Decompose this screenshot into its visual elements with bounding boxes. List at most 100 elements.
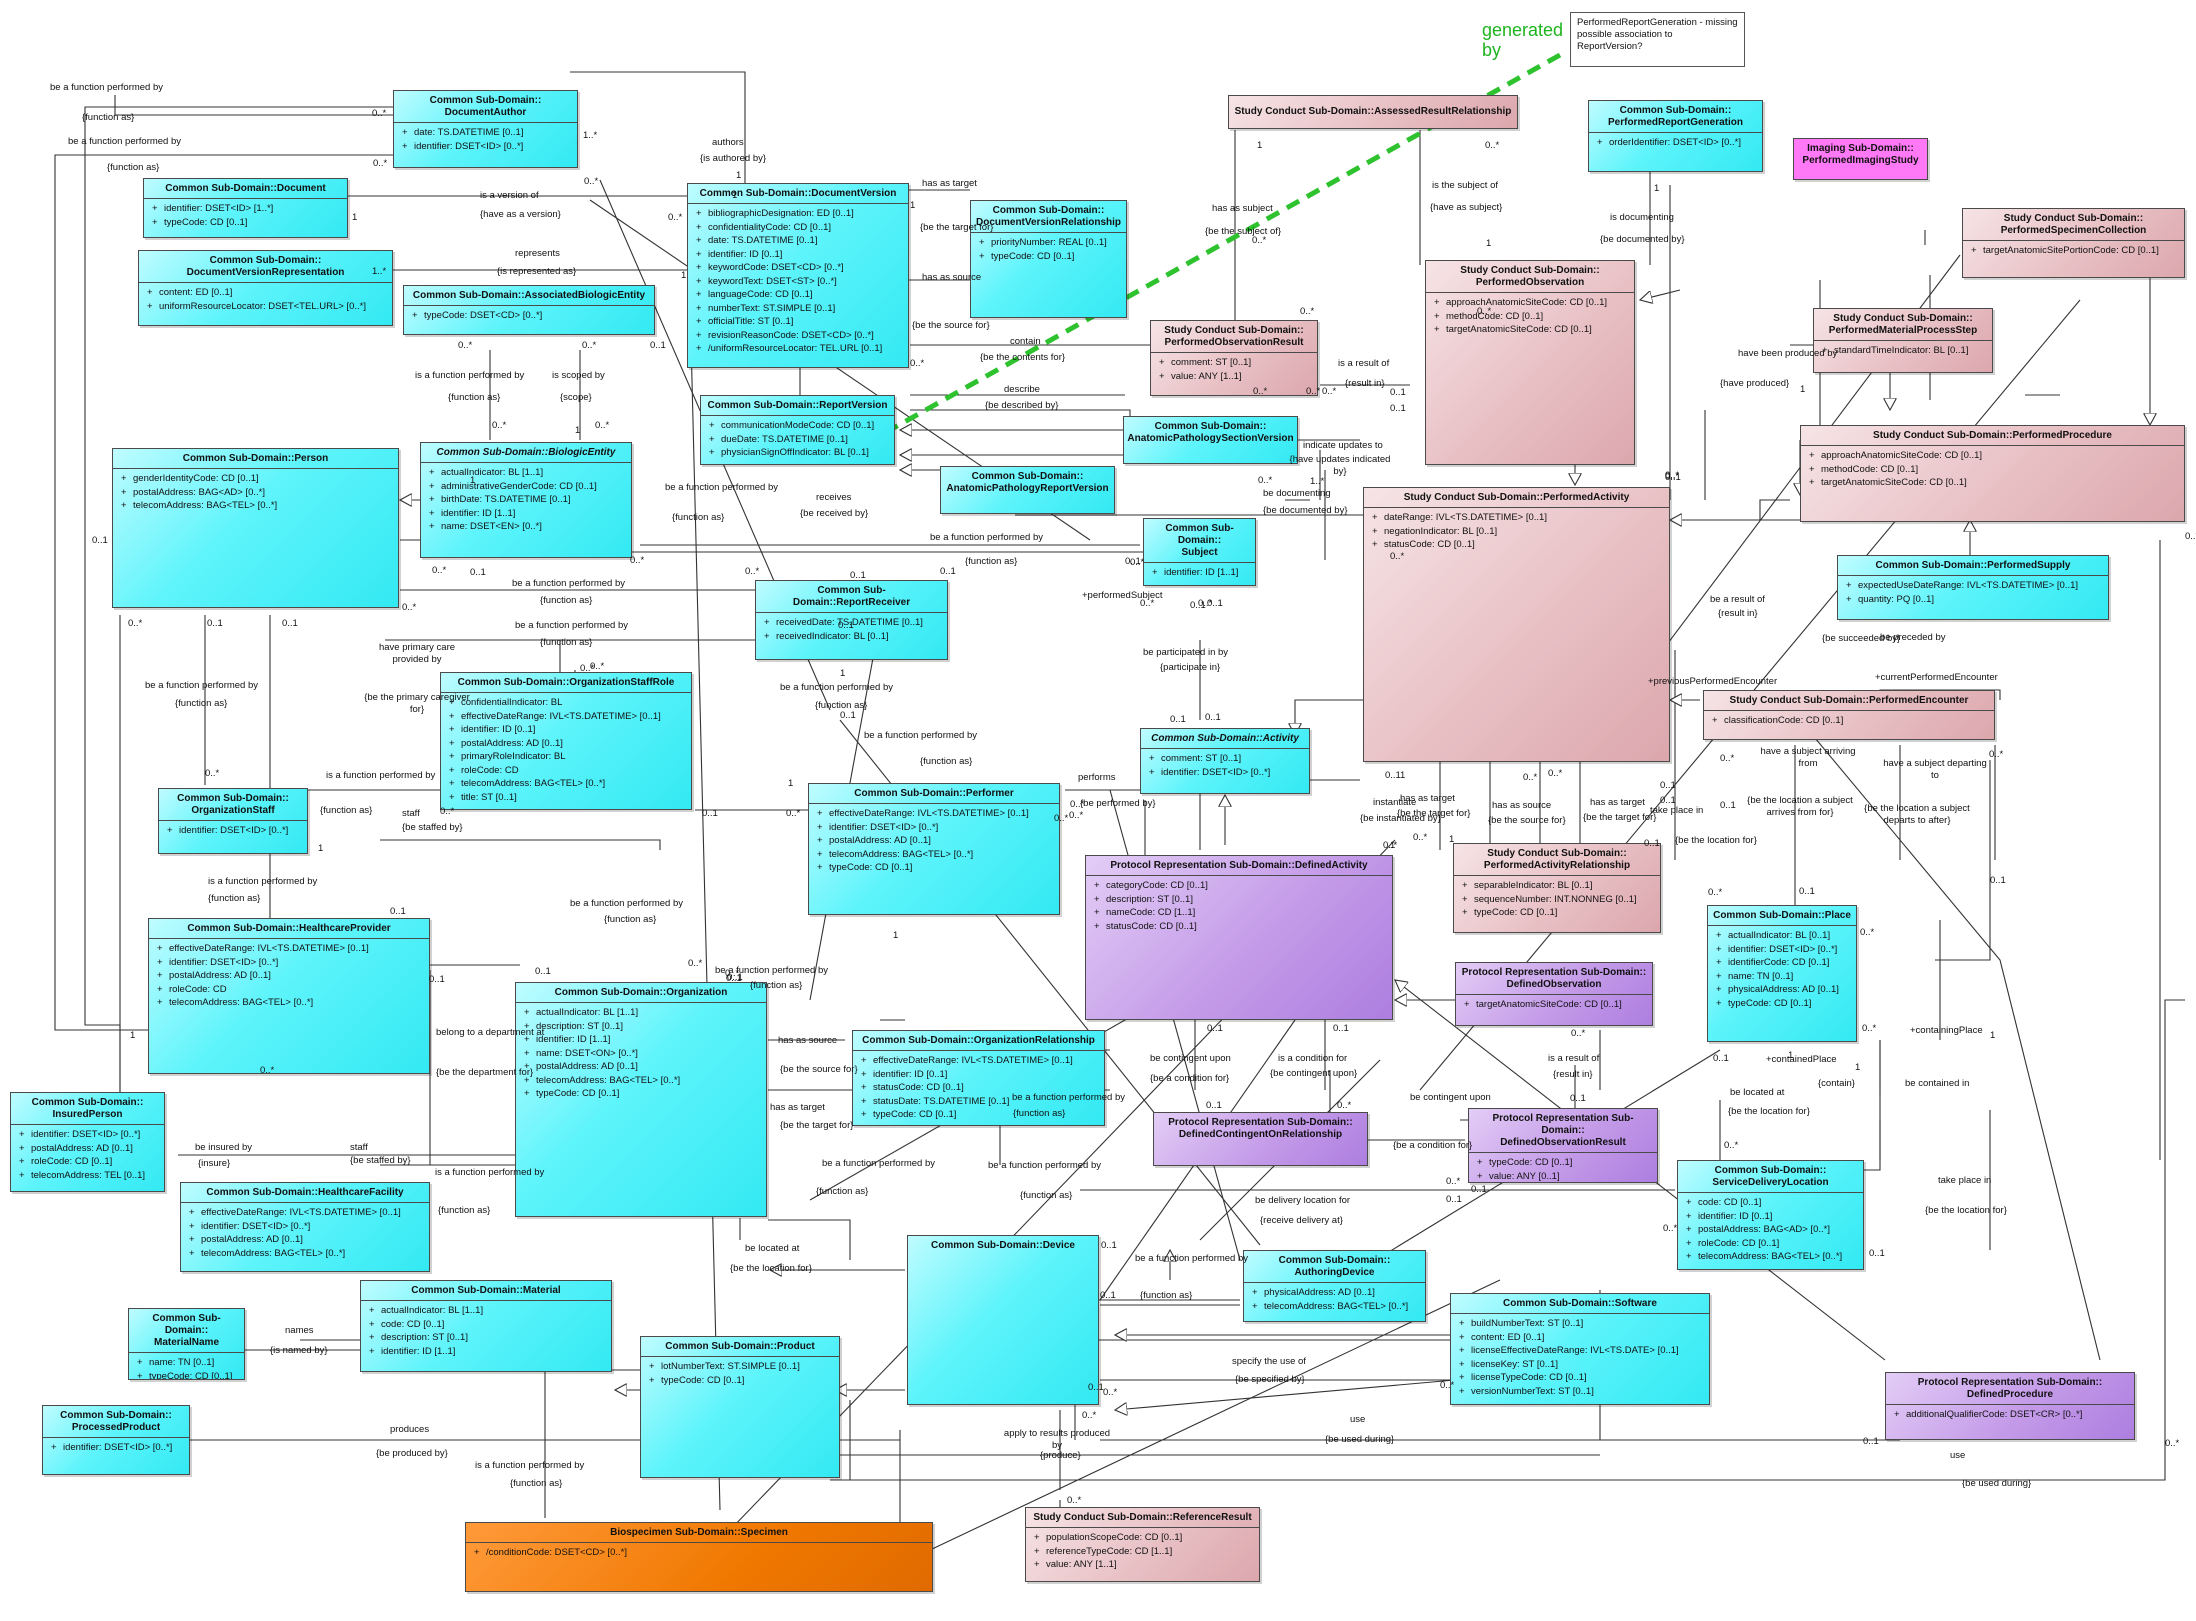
class-performer[interactable]: Common Sub-Domain::Performer effectiveDa… [808,783,1060,915]
class-associated-biologic-entity[interactable]: Common Sub-Domain::AssociatedBiologicEnt… [403,285,655,335]
class-performed-observation-result[interactable]: Study Conduct Sub-Domain:: PerformedObse… [1150,320,1318,396]
multiplicity-label: 0..* [910,358,925,369]
class-report-receiver[interactable]: Common Sub-Domain::ReportReceiver receiv… [755,580,948,660]
multiplicity-label: 0..1 [1990,875,2006,886]
class-defined-procedure[interactable]: Protocol Representation Sub-Domain:: Def… [1885,1372,2135,1440]
class-document-author[interactable]: Common Sub-Domain:: DocumentAuthor date:… [393,90,578,168]
multiplicity-label: 1 [130,1030,136,1041]
class-performed-material-process-step[interactable]: Study Conduct Sub-Domain:: PerformedMate… [1813,308,1993,373]
class-specimen[interactable]: Biospecimen Sub-Domain::Specimen /condit… [465,1522,933,1592]
attribute: typeCode: CD [0..1] [1464,906,1656,920]
class-healthcare-provider[interactable]: Common Sub-Domain::HealthcareProvider ef… [148,918,430,1074]
attribute: referenceTypeCode: CD [1..1] [1036,1545,1255,1559]
multiplicity-label: 0..* [725,968,740,979]
class-device[interactable]: Common Sub-Domain::Device [907,1235,1099,1405]
class-defined-observation[interactable]: Protocol Representation Sub-Domain:: Def… [1455,962,1653,1026]
class-healthcare-facility[interactable]: Common Sub-Domain::HealthcareFacility ef… [180,1182,430,1272]
class-performed-activity-relationship[interactable]: Study Conduct Sub-Domain:: PerformedActi… [1453,843,1661,933]
class-person[interactable]: Common Sub-Domain::Person genderIdentity… [112,448,399,608]
class-defined-activity[interactable]: Protocol Representation Sub-Domain::Defi… [1085,855,1393,1020]
class-performed-imaging-study[interactable]: Imaging Sub-Domain:: PerformedImagingStu… [1793,138,1928,180]
attribute: roleCode: CD [451,764,687,778]
multiplicity-label: 1 [318,843,324,854]
class-performed-report-generation[interactable]: Common Sub-Domain:: PerformedReportGener… [1588,100,1763,172]
class-name: Study Conduct Sub-Domain:: PerformedActi… [1454,844,1660,876]
class-document[interactable]: Common Sub-Domain::Document identifier: … [143,178,348,238]
class-name: Common Sub-Domain::Material [361,1281,611,1301]
class-assessed-result-relationship[interactable]: Study Conduct Sub-Domain::AssessedResult… [1228,95,1518,129]
multiplicity-label: 0..* [1413,832,1428,843]
attribute: quantity: PQ [0..1] [1848,593,2104,607]
class-insured-person[interactable]: Common Sub-Domain:: InsuredPerson identi… [10,1092,165,1192]
attribute: actualIndicator: BL [1..1] [431,466,627,480]
class-performed-encounter[interactable]: Study Conduct Sub-Domain::PerformedEncou… [1703,690,1995,740]
class-material-name[interactable]: Common Sub-Domain:: MaterialName name: T… [128,1308,245,1380]
association-label: has as source [1492,800,1552,811]
attribute: approachAnatomicSiteCode: CD [0..1] [1436,296,1630,310]
class-reference-result[interactable]: Study Conduct Sub-Domain::ReferenceResul… [1025,1507,1260,1582]
note-missing-association[interactable]: PerformedReportGeneration - missing poss… [1570,12,1745,67]
class-defined-observation-result[interactable]: Protocol Representation Sub-Domain:: Def… [1468,1108,1658,1183]
multiplicity-label: 0..* [492,420,507,431]
class-service-delivery-location[interactable]: Common Sub-Domain:: ServiceDeliveryLocat… [1677,1160,1864,1270]
multiplicity-label: 0..1 [1205,712,1221,723]
class-performed-supply[interactable]: Common Sub-Domain::PerformedSupply expec… [1837,555,2109,620]
class-material[interactable]: Common Sub-Domain::Material actualIndica… [360,1280,612,1372]
multiplicity-label: 0..1 [650,340,666,351]
class-performed-activity[interactable]: Study Conduct Sub-Domain::PerformedActiv… [1363,487,1670,762]
class-authoring-device[interactable]: Common Sub-Domain:: AuthoringDevice phys… [1243,1250,1426,1322]
class-document-version-representation[interactable]: Common Sub-Domain:: DocumentVersionRepre… [138,250,393,326]
class-subject[interactable]: Common Sub-Domain:: Subject identifier: … [1143,518,1256,586]
class-organization-staff[interactable]: Common Sub-Domain:: OrganizationStaff id… [158,788,308,854]
multiplicity-label: 0..* [1989,749,2004,760]
attribute: identifierCode: CD [0..1] [1718,956,1852,970]
association-label: describe [1004,384,1040,395]
association-label: {contain} [1818,1078,1855,1089]
class-document-version-relationship[interactable]: Common Sub-Domain:: DocumentVersionRelat… [970,200,1127,318]
class-performed-procedure[interactable]: Study Conduct Sub-Domain::PerformedProce… [1800,425,2185,522]
class-anatomic-pathology-section-version[interactable]: Common Sub-Domain:: AnatomicPathologySec… [1123,416,1298,464]
attribute: dueDate: TS.DATETIME [0..1] [711,433,890,447]
attribute: description: ST [0..1] [371,1331,607,1345]
attribute: typeCode: CD [0..1] [154,216,343,230]
multiplicity-label: 1 [1486,238,1492,249]
class-report-version[interactable]: Common Sub-Domain::ReportVersion communi… [700,395,895,465]
class-biologic-entity[interactable]: Common Sub-Domain::BiologicEntity actual… [420,442,632,558]
class-organization[interactable]: Common Sub-Domain::Organization actualIn… [515,982,767,1217]
class-defined-contingent-on-relationship[interactable]: Protocol Representation Sub-Domain:: Def… [1153,1112,1368,1166]
class-performed-observation[interactable]: Study Conduct Sub-Domain:: PerformedObse… [1425,260,1635,465]
multiplicity-label: 0..* [1322,386,1337,397]
association-label: be documenting [1263,488,1331,499]
multiplicity-label: 0..* [1067,1495,1082,1506]
class-activity[interactable]: Common Sub-Domain::Activity comment: ST … [1140,728,1310,794]
attribute: revisionReasonCode: DSET<CD> [0..*] [698,329,904,343]
multiplicity-label: 0..1 [727,972,743,983]
class-organization-relationship[interactable]: Common Sub-Domain::OrganizationRelations… [852,1030,1105,1126]
attribute: statusDate: TS.DATETIME [0..1] [863,1095,1100,1109]
class-name: Study Conduct Sub-Domain::PerformedActiv… [1364,488,1669,508]
class-document-version[interactable]: Common Sub-Domain::DocumentVersion bibli… [687,183,909,368]
class-software[interactable]: Common Sub-Domain::Software buildNumberT… [1450,1293,1710,1405]
multiplicity-label: 0..* [1724,1140,1739,1151]
multiplicity-label: 0..1 [1206,1100,1222,1111]
multiplicity-label: 0..* [1862,1023,1877,1034]
class-anatomic-pathology-report-version[interactable]: Common Sub-Domain:: AnatomicPathologyRep… [940,466,1115,514]
multiplicity-label: 1 [788,778,794,789]
association-label: is a condition for [1278,1053,1348,1064]
class-place[interactable]: Common Sub-Domain::Place actualIndicator… [1707,905,1857,1042]
multiplicity-label: 0..1 [390,906,406,917]
multiplicity-label: 0..* [205,768,220,779]
association-label: {be specified by} [1235,1374,1305,1385]
class-performed-specimen-collection[interactable]: Study Conduct Sub-Domain:: PerformedSpec… [1962,208,2185,278]
class-organization-staff-role[interactable]: Common Sub-Domain::OrganizationStaffRole… [440,672,692,810]
multiplicity-label: 1 [1449,834,1455,845]
class-product[interactable]: Common Sub-Domain::Product lotNumberText… [640,1336,840,1478]
association-label: {have as a version} [480,209,561,220]
association-label: {function as} [208,893,261,904]
multiplicity-label: 0..1 [1390,403,1406,414]
class-name: Common Sub-Domain::Software [1451,1294,1709,1314]
attribute: confidentialIndicator: BL [451,696,687,710]
class-processed-product[interactable]: Common Sub-Domain:: ProcessedProduct ide… [42,1405,190,1475]
attribute: telecomAddress: BAG<TEL> [0..*] [191,1247,425,1261]
class-name: Protocol Representation Sub-Domain::Defi… [1086,856,1392,876]
